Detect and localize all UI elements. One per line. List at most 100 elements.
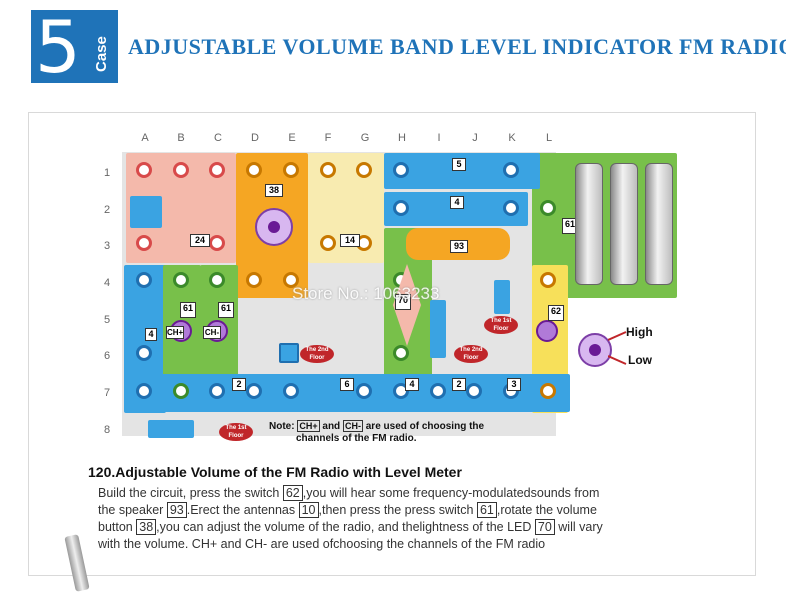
wire-row8 bbox=[148, 420, 194, 438]
case-number: 5 bbox=[35, 5, 81, 89]
volume-dial-center bbox=[268, 221, 280, 233]
pin-l7 bbox=[540, 383, 556, 399]
floor-marker-1st-a: The 1st Floor bbox=[484, 316, 518, 334]
part-label-14: 14 bbox=[340, 234, 360, 247]
pin-c1 bbox=[209, 162, 225, 178]
pin-i7 bbox=[430, 383, 446, 399]
pin-d4 bbox=[246, 272, 262, 288]
pin-l2 bbox=[540, 200, 556, 216]
pin-g1 bbox=[356, 162, 372, 178]
pin-g7 bbox=[356, 383, 372, 399]
pin-f1 bbox=[320, 162, 336, 178]
body-line-4: with the volume. CH+ and CH- are used of… bbox=[98, 537, 546, 551]
pin-k1 bbox=[503, 162, 519, 178]
battery-1 bbox=[575, 163, 603, 285]
pin-h6 bbox=[393, 345, 409, 361]
col-label-f: F bbox=[324, 132, 332, 144]
note-line1-end: are used of choosing the bbox=[365, 421, 485, 432]
small-capacitor bbox=[279, 343, 299, 363]
pin-d7 bbox=[246, 383, 262, 399]
part-label-6: 6 bbox=[340, 378, 354, 391]
pin-d1 bbox=[246, 162, 262, 178]
volume-dial bbox=[255, 208, 293, 246]
section-heading: 120.Adjustable Volume of the FM Radio wi… bbox=[88, 464, 462, 480]
pin-a6 bbox=[136, 345, 152, 361]
pin-c4 bbox=[209, 272, 225, 288]
note-line2: channels of the FM radio. bbox=[296, 433, 417, 444]
ref-61: 61 bbox=[476, 502, 497, 518]
part-label-61-a: 61 bbox=[180, 302, 196, 318]
col-label-g: G bbox=[360, 132, 370, 144]
body-line-2: the speaker 93.Erect the antennas 10,the… bbox=[98, 502, 597, 518]
part-label-5: 5 bbox=[452, 158, 466, 171]
floor-marker-1st-b: The 1st Floor bbox=[219, 423, 253, 441]
col-label-l: L bbox=[545, 132, 553, 144]
pin-h1 bbox=[393, 162, 409, 178]
pin-a7 bbox=[136, 383, 152, 399]
row-label-7: 7 bbox=[104, 387, 111, 399]
part-label-2-b: 2 bbox=[452, 378, 466, 391]
part-label-61-b: 61 bbox=[218, 302, 234, 318]
volume-low-label: Low bbox=[628, 353, 652, 367]
part-label-70: 70 bbox=[395, 294, 411, 310]
battery-3 bbox=[645, 163, 673, 285]
col-label-c: C bbox=[214, 132, 222, 144]
note-chplus: CH+ bbox=[297, 420, 320, 432]
col-label-b: B bbox=[177, 132, 185, 144]
pin-a3 bbox=[136, 235, 152, 251]
pin-f3 bbox=[320, 235, 336, 251]
sensor-a2 bbox=[130, 196, 162, 228]
floor-marker-2nd-a: The 2nd Floor bbox=[300, 345, 334, 363]
part-label-62: 62 bbox=[548, 305, 564, 321]
pin-c3 bbox=[209, 235, 225, 251]
page-title: ADJUSTABLE VOLUME BAND LEVEL INDICATOR F… bbox=[128, 34, 786, 59]
content-frame bbox=[28, 112, 756, 576]
battery-2 bbox=[610, 163, 638, 285]
wire-small-k bbox=[494, 280, 510, 314]
section-body: Build the circuit, press the switch 62,y… bbox=[98, 485, 738, 553]
col-label-e: E bbox=[288, 132, 296, 144]
ref-70: 70 bbox=[534, 519, 555, 535]
volume-high-label: High bbox=[626, 325, 653, 339]
pin-h2 bbox=[393, 200, 409, 216]
volume-arrows bbox=[608, 331, 627, 365]
pin-e4 bbox=[283, 272, 299, 288]
row-label-3: 3 bbox=[104, 240, 111, 252]
floor-marker-2nd-b: The 2nd Floor bbox=[454, 345, 488, 363]
part-label-4-left: 4 bbox=[145, 328, 157, 341]
row-label-5: 5 bbox=[104, 314, 111, 326]
col-label-i: I bbox=[437, 132, 441, 144]
pin-k2 bbox=[503, 200, 519, 216]
store-watermark: Store No.: 1063233 bbox=[292, 284, 440, 303]
part-label-chminus: CH- bbox=[203, 326, 221, 339]
pin-j7 bbox=[466, 383, 482, 399]
pin-a4 bbox=[136, 272, 152, 288]
body-line-1: Build the circuit, press the switch 62,y… bbox=[98, 485, 600, 501]
wire-small-i bbox=[430, 300, 446, 358]
case-word: Case bbox=[93, 36, 110, 72]
col-label-d: D bbox=[251, 132, 259, 144]
row-label-1: 1 bbox=[104, 167, 111, 179]
note-prefix: Note: bbox=[269, 421, 295, 432]
row-label-4: 4 bbox=[104, 277, 111, 289]
pin-b1 bbox=[173, 162, 189, 178]
row-label-2: 2 bbox=[104, 204, 111, 216]
pin-b7 bbox=[173, 383, 189, 399]
row-label-6: 6 bbox=[104, 350, 111, 362]
part-label-38: 38 bbox=[265, 184, 283, 197]
case-badge: 5 Case bbox=[31, 5, 118, 89]
part-label-chplus: CH+ bbox=[166, 326, 184, 339]
pin-e1 bbox=[283, 162, 299, 178]
pin-c7 bbox=[209, 383, 225, 399]
volume-knob-legend bbox=[578, 333, 612, 367]
part-label-4-top: 4 bbox=[450, 196, 464, 209]
part-label-24: 24 bbox=[190, 234, 210, 247]
part-label-4-mid: 4 bbox=[405, 378, 419, 391]
ref-62: 62 bbox=[282, 485, 303, 501]
col-label-j: J bbox=[472, 132, 478, 144]
col-label-a: A bbox=[141, 132, 149, 144]
part-label-3: 3 bbox=[507, 378, 521, 391]
ref-93: 93 bbox=[166, 502, 187, 518]
ref-10: 10 bbox=[298, 502, 319, 518]
part-label-2-a: 2 bbox=[232, 378, 246, 391]
